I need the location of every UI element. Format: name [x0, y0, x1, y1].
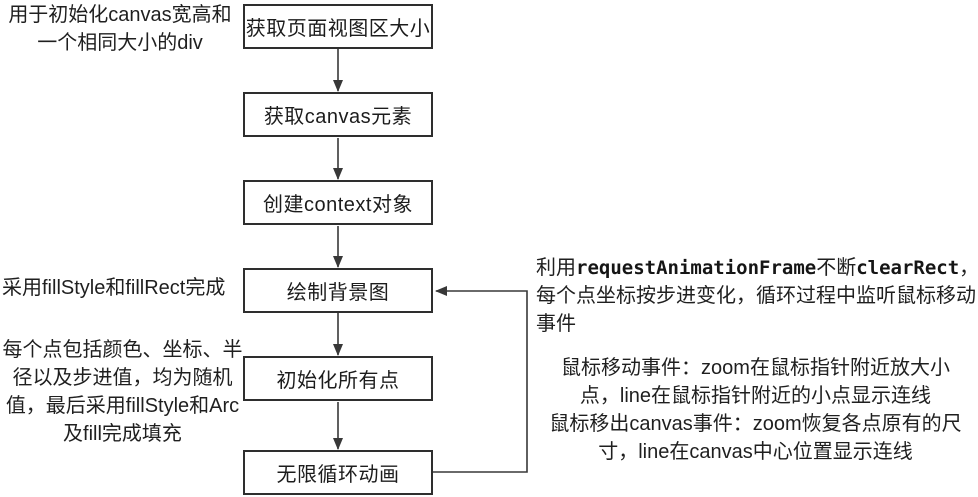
loop-note-middle: 不断	[816, 257, 857, 279]
note-canvas-init: 用于初始化canvas宽高和 一个相同大小的div	[8, 4, 232, 54]
flow-box-label: 初始化所有点	[276, 370, 400, 392]
code-requestanimationframe: requestAnimationFrame	[576, 257, 817, 279]
note-draw-background: 采用fillStyle和fillRect完成	[2, 277, 226, 299]
flow-box-create-context: 创建context对象	[243, 180, 433, 225]
loop-note-suffix: ， 每个点坐标按步进变化，循环过程中监听鼠标移动 事件	[536, 257, 978, 335]
note-init-points: 每个点包括颜色、坐标、半 径以及步进值，均为随机 值，最后采用fillStyle…	[2, 339, 243, 445]
flow-box-label: 获取页面视图区大小	[245, 18, 431, 40]
flow-box-label: 绘制背景图	[286, 282, 390, 304]
flow-box-init-points: 初始化所有点	[243, 356, 433, 401]
code-clearrect: clearRect	[856, 257, 960, 279]
note-animation-loop: 利用requestAnimationFrame不断clearRect， 每个点坐…	[536, 254, 978, 338]
flow-box-infinite-loop: 无限循环动画	[243, 450, 433, 495]
flow-box-label: 获取canvas元素	[263, 106, 413, 128]
flow-box-label: 创建context对象	[263, 194, 413, 216]
loop-note-prefix: 利用	[536, 257, 576, 279]
flow-box-get-viewport-size: 获取页面视图区大小	[243, 4, 433, 49]
note-mouse-events: 鼠标移动事件：zoom在鼠标指针附近放大小 点，line在鼠标指针附近的小点显示…	[549, 357, 962, 463]
flow-box-label: 无限循环动画	[276, 464, 400, 486]
flow-box-get-canvas-element: 获取canvas元素	[243, 92, 433, 137]
flow-box-draw-background: 绘制背景图	[243, 268, 433, 313]
